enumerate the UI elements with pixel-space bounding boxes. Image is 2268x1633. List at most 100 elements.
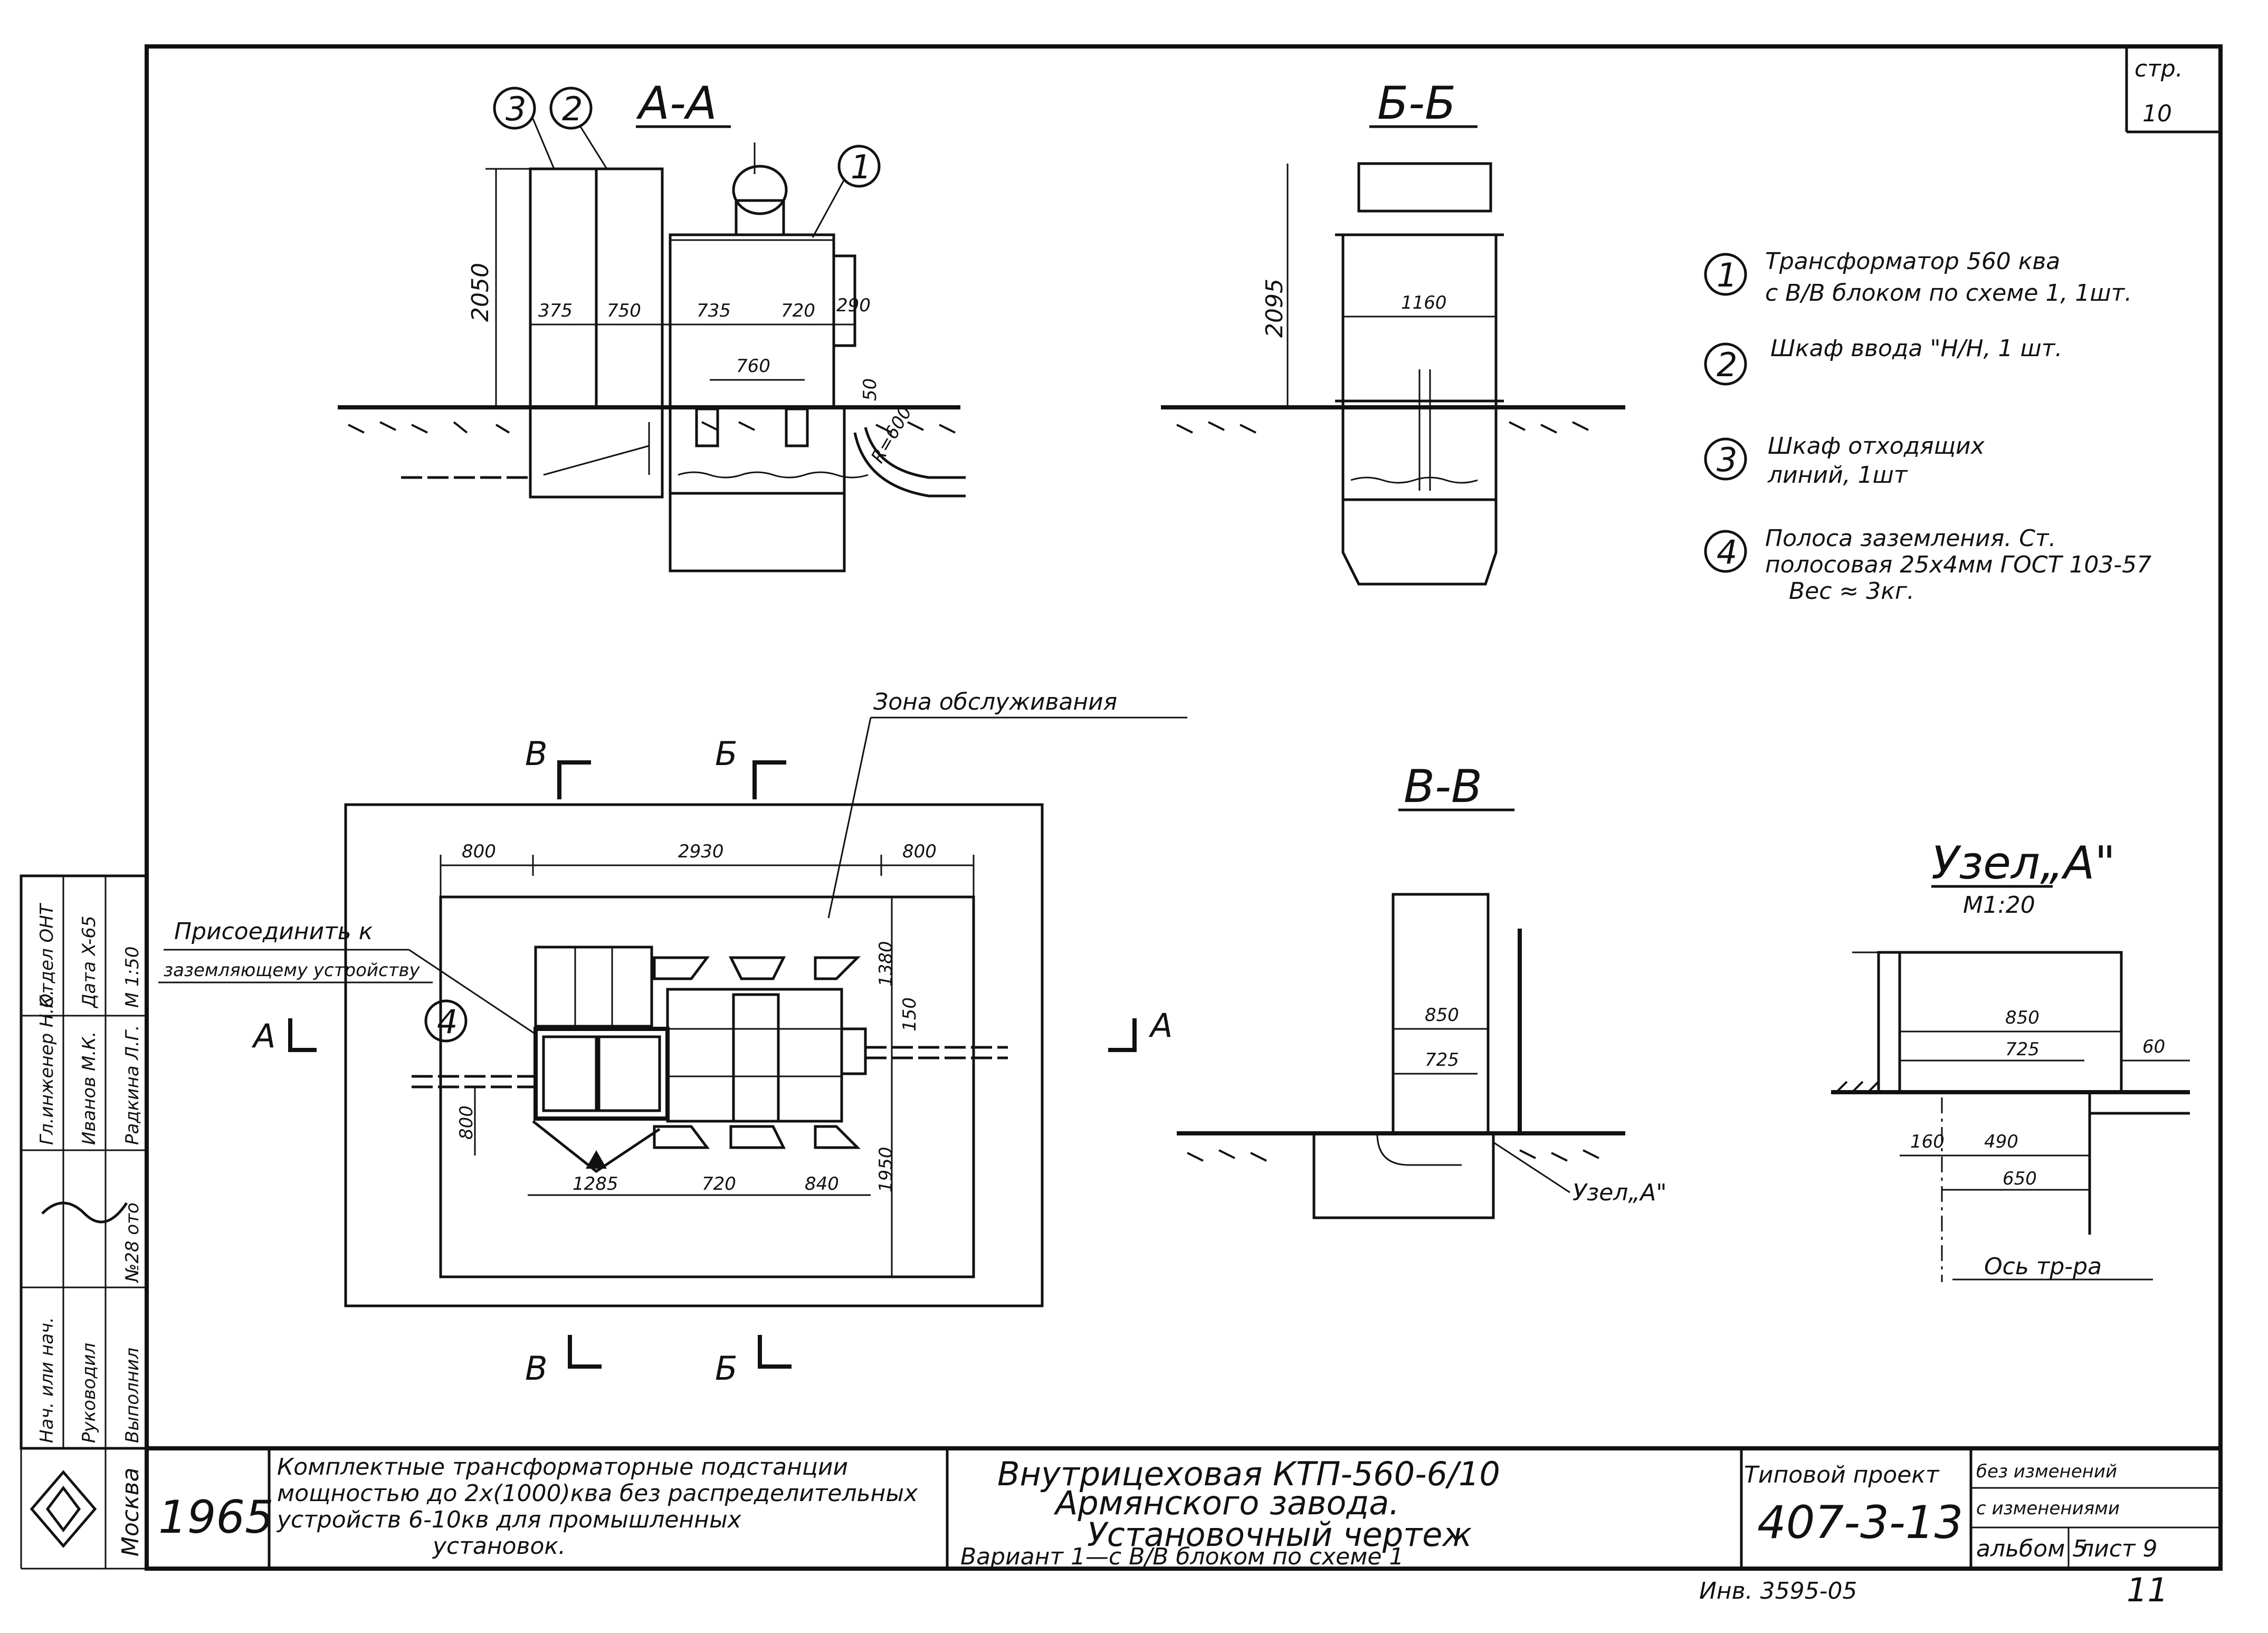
dim-plan-1285: 1285 [573, 1173, 618, 1195]
cut-b-bottom: Б [715, 1349, 738, 1388]
page-label: стр. [2134, 55, 2183, 82]
title-main-2: Армянского завода. [1053, 1484, 1399, 1522]
dim-node-60: 60 [2142, 1036, 2165, 1057]
legend-4-line2: полосовая 25х4мм ГОСТ 103-57 [1765, 551, 2151, 578]
legend-1-line1: Трансформатор 560 ква [1765, 248, 2060, 275]
stamp-col3-0: Нач. или нач. [36, 1317, 58, 1443]
dim-plan-800b: 800 [902, 841, 937, 862]
service-zone-label: Зона обслуживания [873, 689, 1117, 715]
stamp-col3-1: Руководил [79, 1343, 100, 1443]
legend-4-line3: Вес ≈ 3кг. [1789, 578, 1914, 605]
dim-aa-735: 735 [697, 300, 731, 321]
stamp-col2-1: Иванов М.К. [79, 1032, 100, 1145]
node-a: Узел„А" М1:20 850 725 60 160 490 650 Ось… [1831, 837, 2190, 1282]
project-number: 407-3-13 [1757, 1496, 1963, 1549]
legend-3-line2: линий, 1шт [1767, 462, 1908, 489]
dim-bb-1160: 1160 [1401, 292, 1447, 313]
cut-a-left: А [251, 1017, 275, 1055]
section-vv: В-В 850 725 Узел„А" [1177, 760, 1667, 1219]
dim-plan-800a: 800 [462, 841, 496, 862]
dim-node-725: 725 [2005, 1039, 2040, 1060]
change-2: с изменениями [1976, 1498, 2120, 1519]
title-desc-4: установок. [432, 1533, 566, 1560]
dim-plan-2930: 2930 [678, 841, 724, 862]
dim-node-650: 650 [2003, 1168, 2037, 1189]
change-1: без изменений [1976, 1461, 2117, 1482]
sheet-frame: стр. 10 [145, 44, 2223, 1571]
title-main-3: Установочный чертеж [1087, 1515, 1472, 1554]
callout-4: 4 [437, 1002, 458, 1041]
sheet-number: лист 9 [2079, 1535, 2158, 1562]
plan-view: Зона обслуживания 800 2930 800 138 [158, 689, 1187, 1388]
node-ref-label: Узел„А" [1573, 1179, 1667, 1206]
dim-node-160: 160 [1910, 1131, 1945, 1152]
title-main-4: Вариант 1—с В/В блоком по схеме 1 [960, 1543, 1404, 1570]
signature-mark [41, 1201, 128, 1224]
cut-a-right: А [1148, 1006, 1173, 1045]
dim-plan-840: 840 [805, 1173, 839, 1195]
callout-3: 3 [506, 90, 526, 128]
dim-aa-50: 50 [860, 378, 881, 401]
section-bb: Б-Б 2095 1160 [1161, 77, 1625, 586]
dim-aa-height: 2050 [467, 263, 494, 322]
stamp-col1-0: Отдел ОНТ [36, 903, 58, 1008]
stamp-col1-2: М 1:50 [122, 947, 143, 1008]
legend: 1 Трансформатор 560 ква с В/В блоком по … [1704, 248, 2151, 605]
dim-plan-800v: 800 [456, 1105, 477, 1140]
stamp-col3-2: Выполнил [122, 1348, 143, 1443]
section-vv-title: В-В [1404, 760, 1482, 813]
stamp-col1-1: Дата X-65 [79, 915, 100, 1009]
dim-plan-1950: 1950 [875, 1147, 897, 1192]
callout-2: 2 [562, 90, 583, 128]
section-aa-title: А-А [636, 77, 717, 130]
legend-4-line1: Полоса заземления. Ст. [1765, 525, 2056, 552]
title-block: Москва 1965 Комплектные трансформаторные… [20, 1447, 2221, 1570]
cut-v-top: В [525, 734, 548, 773]
stamp-col2-2: Радкина Л.Г. [122, 1025, 143, 1145]
title-city: Москва [117, 1467, 144, 1556]
dim-aa-760: 760 [736, 356, 770, 377]
cut-b-top: Б [715, 734, 738, 773]
section-aa: А-А 2050 375 [338, 77, 966, 572]
side-stamp: Отдел ОНТ Дата X-65 М 1:50 Гл.инженер Н.… [20, 874, 148, 1450]
legend-2-line1: Шкаф ввода "Н/Н, 1 шт. [1770, 335, 2062, 362]
album: альбом 5 [1976, 1535, 2087, 1562]
title-desc-3: устройств 6-10кв для промышленных [276, 1506, 742, 1533]
legend-num-1: 1 [1717, 256, 1737, 294]
legend-num-3: 3 [1717, 441, 1737, 479]
stamp-signatures: №28 ото [122, 1202, 143, 1283]
dim-aa-720: 720 [781, 300, 815, 321]
page-number: 10 [2142, 100, 2172, 127]
legend-num-2: 2 [1717, 346, 1737, 384]
footer-page: 11 [2127, 1571, 2168, 1609]
node-a-scale: М1:20 [1963, 892, 2035, 919]
dim-plan-720: 720 [702, 1173, 736, 1195]
legend-1-line2: с В/В блоком по схеме 1, 1шт. [1765, 280, 2132, 307]
project-label: Типовой проект [1744, 1462, 1940, 1488]
dim-node-490: 490 [1984, 1131, 2018, 1152]
title-desc-1: Комплектные трансформаторные подстанции [277, 1454, 848, 1481]
dim-aa-r: R=600 [867, 403, 916, 466]
dim-vv-725: 725 [1425, 1049, 1459, 1071]
footer: Инв. 3595-05 11 [1699, 1571, 2168, 1609]
dim-plan-150: 150 [899, 997, 920, 1032]
title-year: 1965 [158, 1491, 274, 1544]
section-bb-title: Б-Б [1377, 77, 1456, 130]
title-desc-2: мощностью до 2х(1000)ква без распределит… [277, 1480, 918, 1507]
dim-aa-375: 375 [538, 300, 573, 321]
dim-aa-290: 290 [836, 295, 871, 316]
cut-v-bottom: В [525, 1349, 548, 1388]
title-main-1: Внутрицеховая КТП-560-6/10 [997, 1455, 1500, 1493]
inventory-number: Инв. 3595-05 [1699, 1578, 1857, 1605]
node-a-title: Узел„А" [1931, 837, 2115, 890]
connect-label-2: заземляющему устройству [164, 960, 421, 981]
dim-aa-750: 750 [607, 300, 641, 321]
institute-logo [30, 1470, 97, 1548]
legend-3-line1: Шкаф отходящих [1768, 433, 1985, 460]
dim-plan-1380: 1380 [875, 941, 897, 987]
legend-num-4: 4 [1717, 533, 1737, 571]
stamp-col2-0: Гл.инженер Н.К. [36, 990, 58, 1145]
dim-node-850: 850 [2005, 1007, 2040, 1028]
axis-label: Ось тр-ра [1984, 1253, 2102, 1280]
